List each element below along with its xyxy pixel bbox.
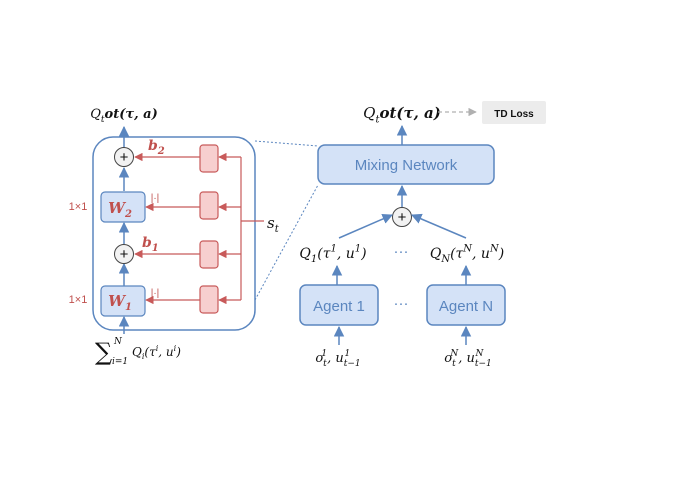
dim-label-w2: 1×1	[69, 201, 88, 213]
svg-text:Agent 1: Agent 1	[313, 298, 365, 315]
dim-label-w1: 1×1	[69, 294, 88, 306]
hypernet-w2	[199, 191, 219, 220]
ellipsis-agents: ···	[394, 295, 409, 312]
qmix-overview: Qtot(τ, a) TD Loss Mixing Network + Q1(τ…	[299, 101, 546, 369]
plus-node-top: +	[114, 147, 134, 167]
obs-1-label: ot1, ut−11	[315, 349, 360, 369]
b1-label: b1	[142, 235, 159, 254]
left-input-label: ∑ N i=1 Qi(τi, ui)	[95, 337, 181, 367]
arrow-q1-plus	[338, 213, 393, 239]
b2-label: b2	[148, 138, 165, 157]
w1-weight-box: W1	[100, 285, 146, 317]
zoom-connector-top	[254, 140, 319, 147]
right-output-label: Qtot(τ, a)	[363, 104, 441, 126]
agent-1-box: Agent 1	[299, 284, 379, 326]
obs-n-label: otN, ut−1N	[444, 349, 491, 369]
svg-text:W1: W1	[108, 292, 132, 313]
arrow-qn-plus	[411, 213, 467, 239]
zoom-connector-bottom	[254, 184, 319, 301]
mixing-detail-frame	[92, 136, 256, 331]
svg-text:i=1: i=1	[112, 357, 128, 367]
mixing-network-detail: Qtot(τ, a) + + W2 W1	[69, 107, 280, 367]
state-label: st	[267, 214, 280, 235]
q1-label: Q1(τ1, u1)	[299, 244, 366, 266]
mixing-network-box: Mixing Network	[317, 144, 495, 185]
td-loss-box: TD Loss	[482, 101, 546, 124]
svg-text:Mixing Network: Mixing Network	[355, 157, 458, 174]
svg-text:Agent N: Agent N	[439, 298, 493, 315]
qn-label: QN(τN, uN)	[430, 244, 504, 266]
hypernet-b1	[199, 240, 219, 269]
svg-text:W2: W2	[108, 199, 132, 220]
svg-text:N: N	[113, 337, 123, 347]
ellipsis-q: ···	[394, 243, 409, 260]
left-output-label: Qtot(τ, a)	[90, 107, 158, 125]
agent-n-box: Agent N	[426, 284, 506, 326]
svg-text:+: +	[120, 246, 129, 263]
plus-node-bottom: +	[114, 244, 134, 264]
abs-label-w2: |·|	[151, 193, 160, 204]
hypernet-b2	[199, 144, 219, 173]
hypernet-w1	[199, 285, 219, 314]
svg-text:Qi(τi, ui): Qi(τi, ui)	[132, 344, 181, 361]
abs-label-w1: |·|	[151, 288, 160, 299]
w2-weight-box: W2	[100, 191, 146, 223]
svg-text:+: +	[120, 149, 129, 166]
svg-text:∑: ∑	[95, 338, 112, 366]
plus-node-right: +	[392, 207, 412, 227]
svg-text:+: +	[398, 209, 407, 226]
svg-text:TD Loss: TD Loss	[494, 109, 534, 120]
